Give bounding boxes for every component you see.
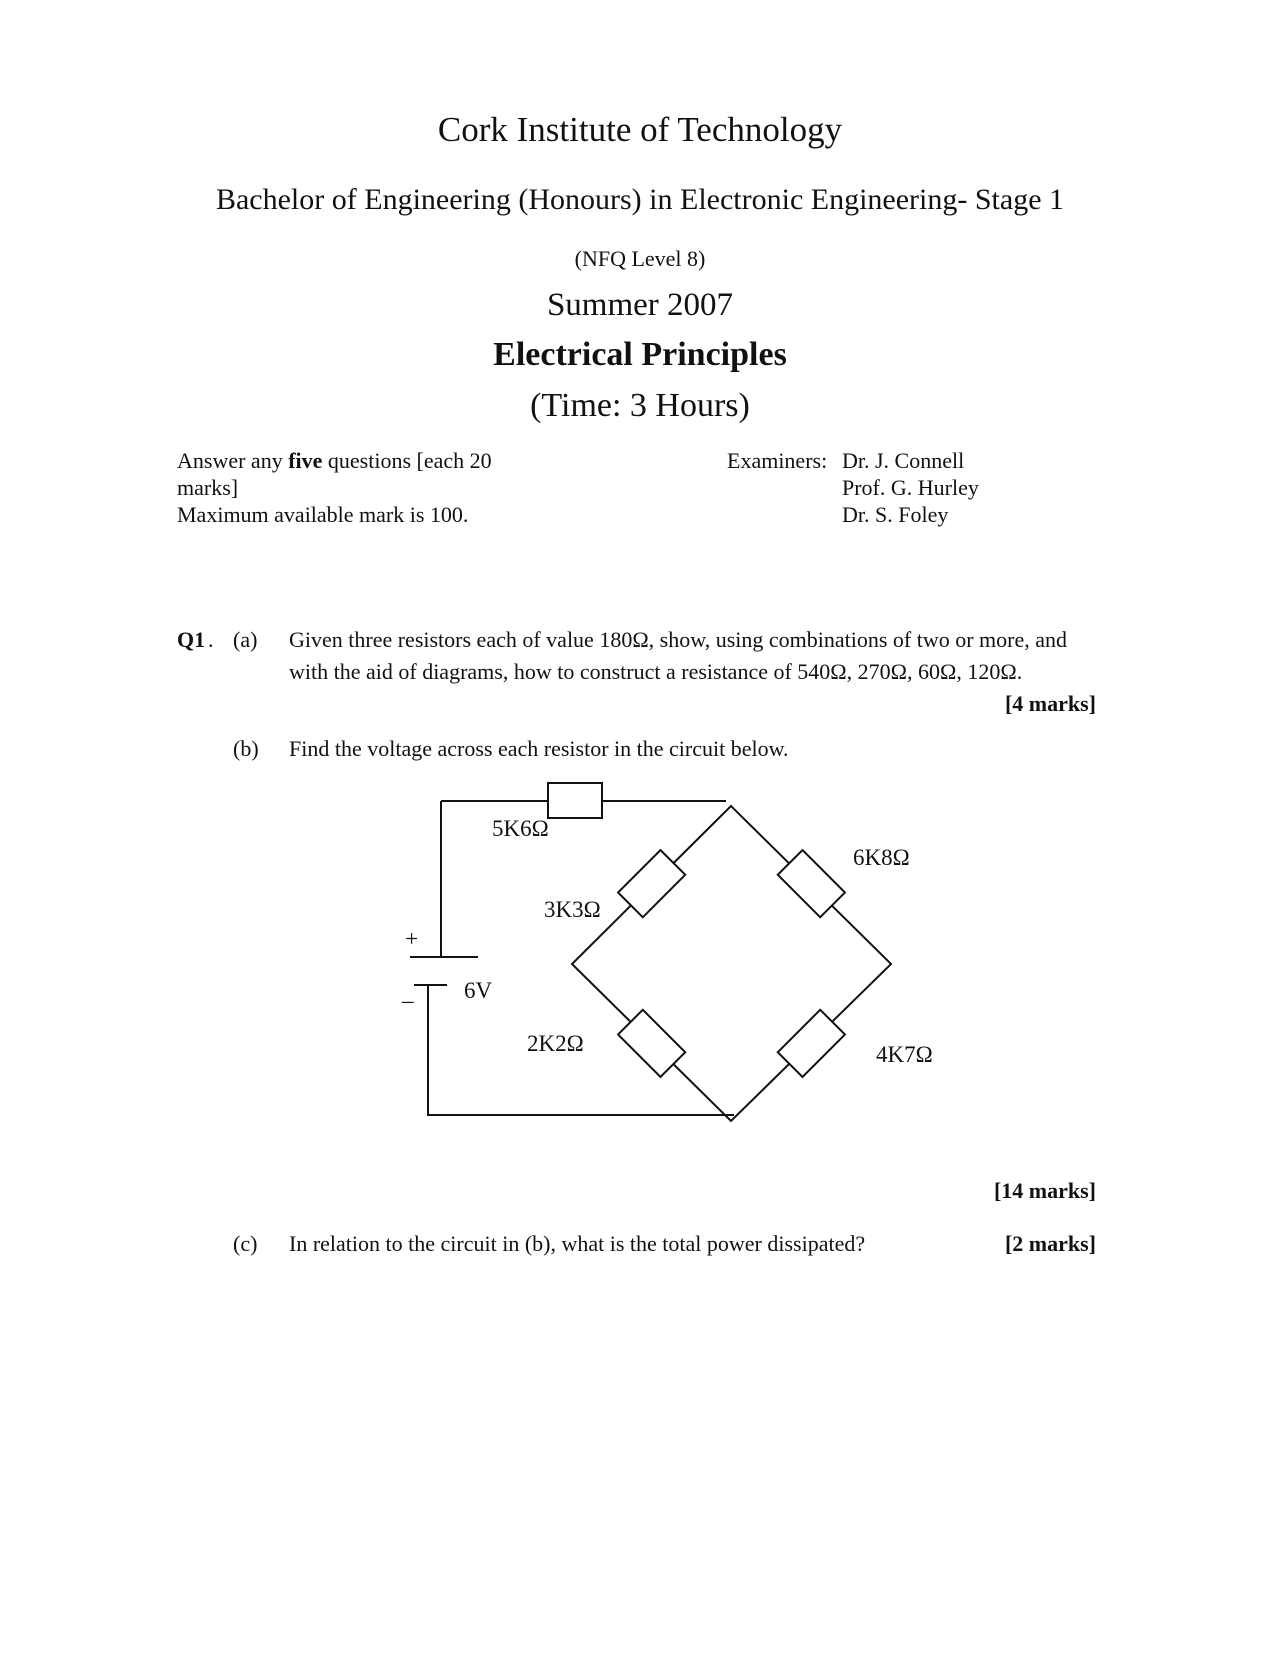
part-c-text: In relation to the circuit in (b), what … (289, 1231, 866, 1256)
resistor-upper-right (776, 848, 847, 919)
resistor-lower-left-label: 2K2Ω (527, 1031, 584, 1056)
institution-name: Cork Institute of Technology (437, 110, 843, 149)
bridge-wires (570, 804, 893, 1123)
battery-voltage-label: 6V (464, 978, 493, 1003)
resistor-lower-left (616, 1008, 687, 1079)
instructions-emphasis: five (288, 448, 323, 473)
question-number: Q1 (177, 627, 206, 652)
top-wire (440, 800, 726, 957)
examiner-name: Dr. S. Foley (842, 502, 949, 527)
exam-duration: (Time: 3 Hours) (530, 387, 750, 424)
resistor-lower-right-label: 4K7Ω (876, 1042, 933, 1067)
part-a-text: Given three resistors each of value 180Ω… (289, 627, 1068, 684)
battery-plus-sign: + (399, 932, 424, 945)
examiner-name: Prof. G. Hurley (842, 475, 979, 500)
programme-title: Bachelor of Engineering (Honours) in Ele… (215, 183, 1065, 216)
instructions-line-2: marks] (177, 475, 239, 500)
resistor-lower-right (776, 1008, 847, 1079)
subject-title: Electrical Principles (493, 336, 787, 373)
nfq-level: (NFQ Level 8) (574, 246, 706, 271)
instructions-line-1: Answer any five questions [each 20 (177, 448, 492, 473)
exam-session: Summer 2007 (546, 287, 734, 323)
resistor-series (547, 782, 603, 819)
resistor-upper-left (616, 848, 687, 919)
part-c-marks: [2 marks] (1004, 1231, 1096, 1256)
part-a-label: (a) (233, 627, 258, 652)
part-b-marks: [14 marks] (993, 1178, 1096, 1203)
examiner-name: Dr. J. Connell (842, 448, 965, 473)
bottom-wire (427, 985, 734, 1116)
question-number-dot: . (208, 627, 214, 652)
part-c-label: (c) (233, 1231, 258, 1256)
part-a-marks: [4 marks] (1004, 691, 1096, 716)
part-b-text: Find the voltage across each resistor in… (289, 736, 789, 761)
examiners-list: Dr. J. Connell Prof. G. Hurley Dr. S. Fo… (842, 447, 979, 528)
battery-minus-sign: _ (401, 980, 414, 1005)
resistor-series-label: 5K6Ω (492, 816, 549, 841)
resistor-upper-left-label: 3K3Ω (544, 897, 601, 922)
resistor-upper-right-label: 6K8Ω (853, 845, 910, 870)
exam-instructions: Answer any five questions [each 20 marks… (177, 447, 492, 528)
instructions-line-3: Maximum available mark is 100. (177, 502, 469, 527)
part-b-label: (b) (233, 736, 259, 761)
examiners-label: Examiners: (727, 448, 828, 473)
